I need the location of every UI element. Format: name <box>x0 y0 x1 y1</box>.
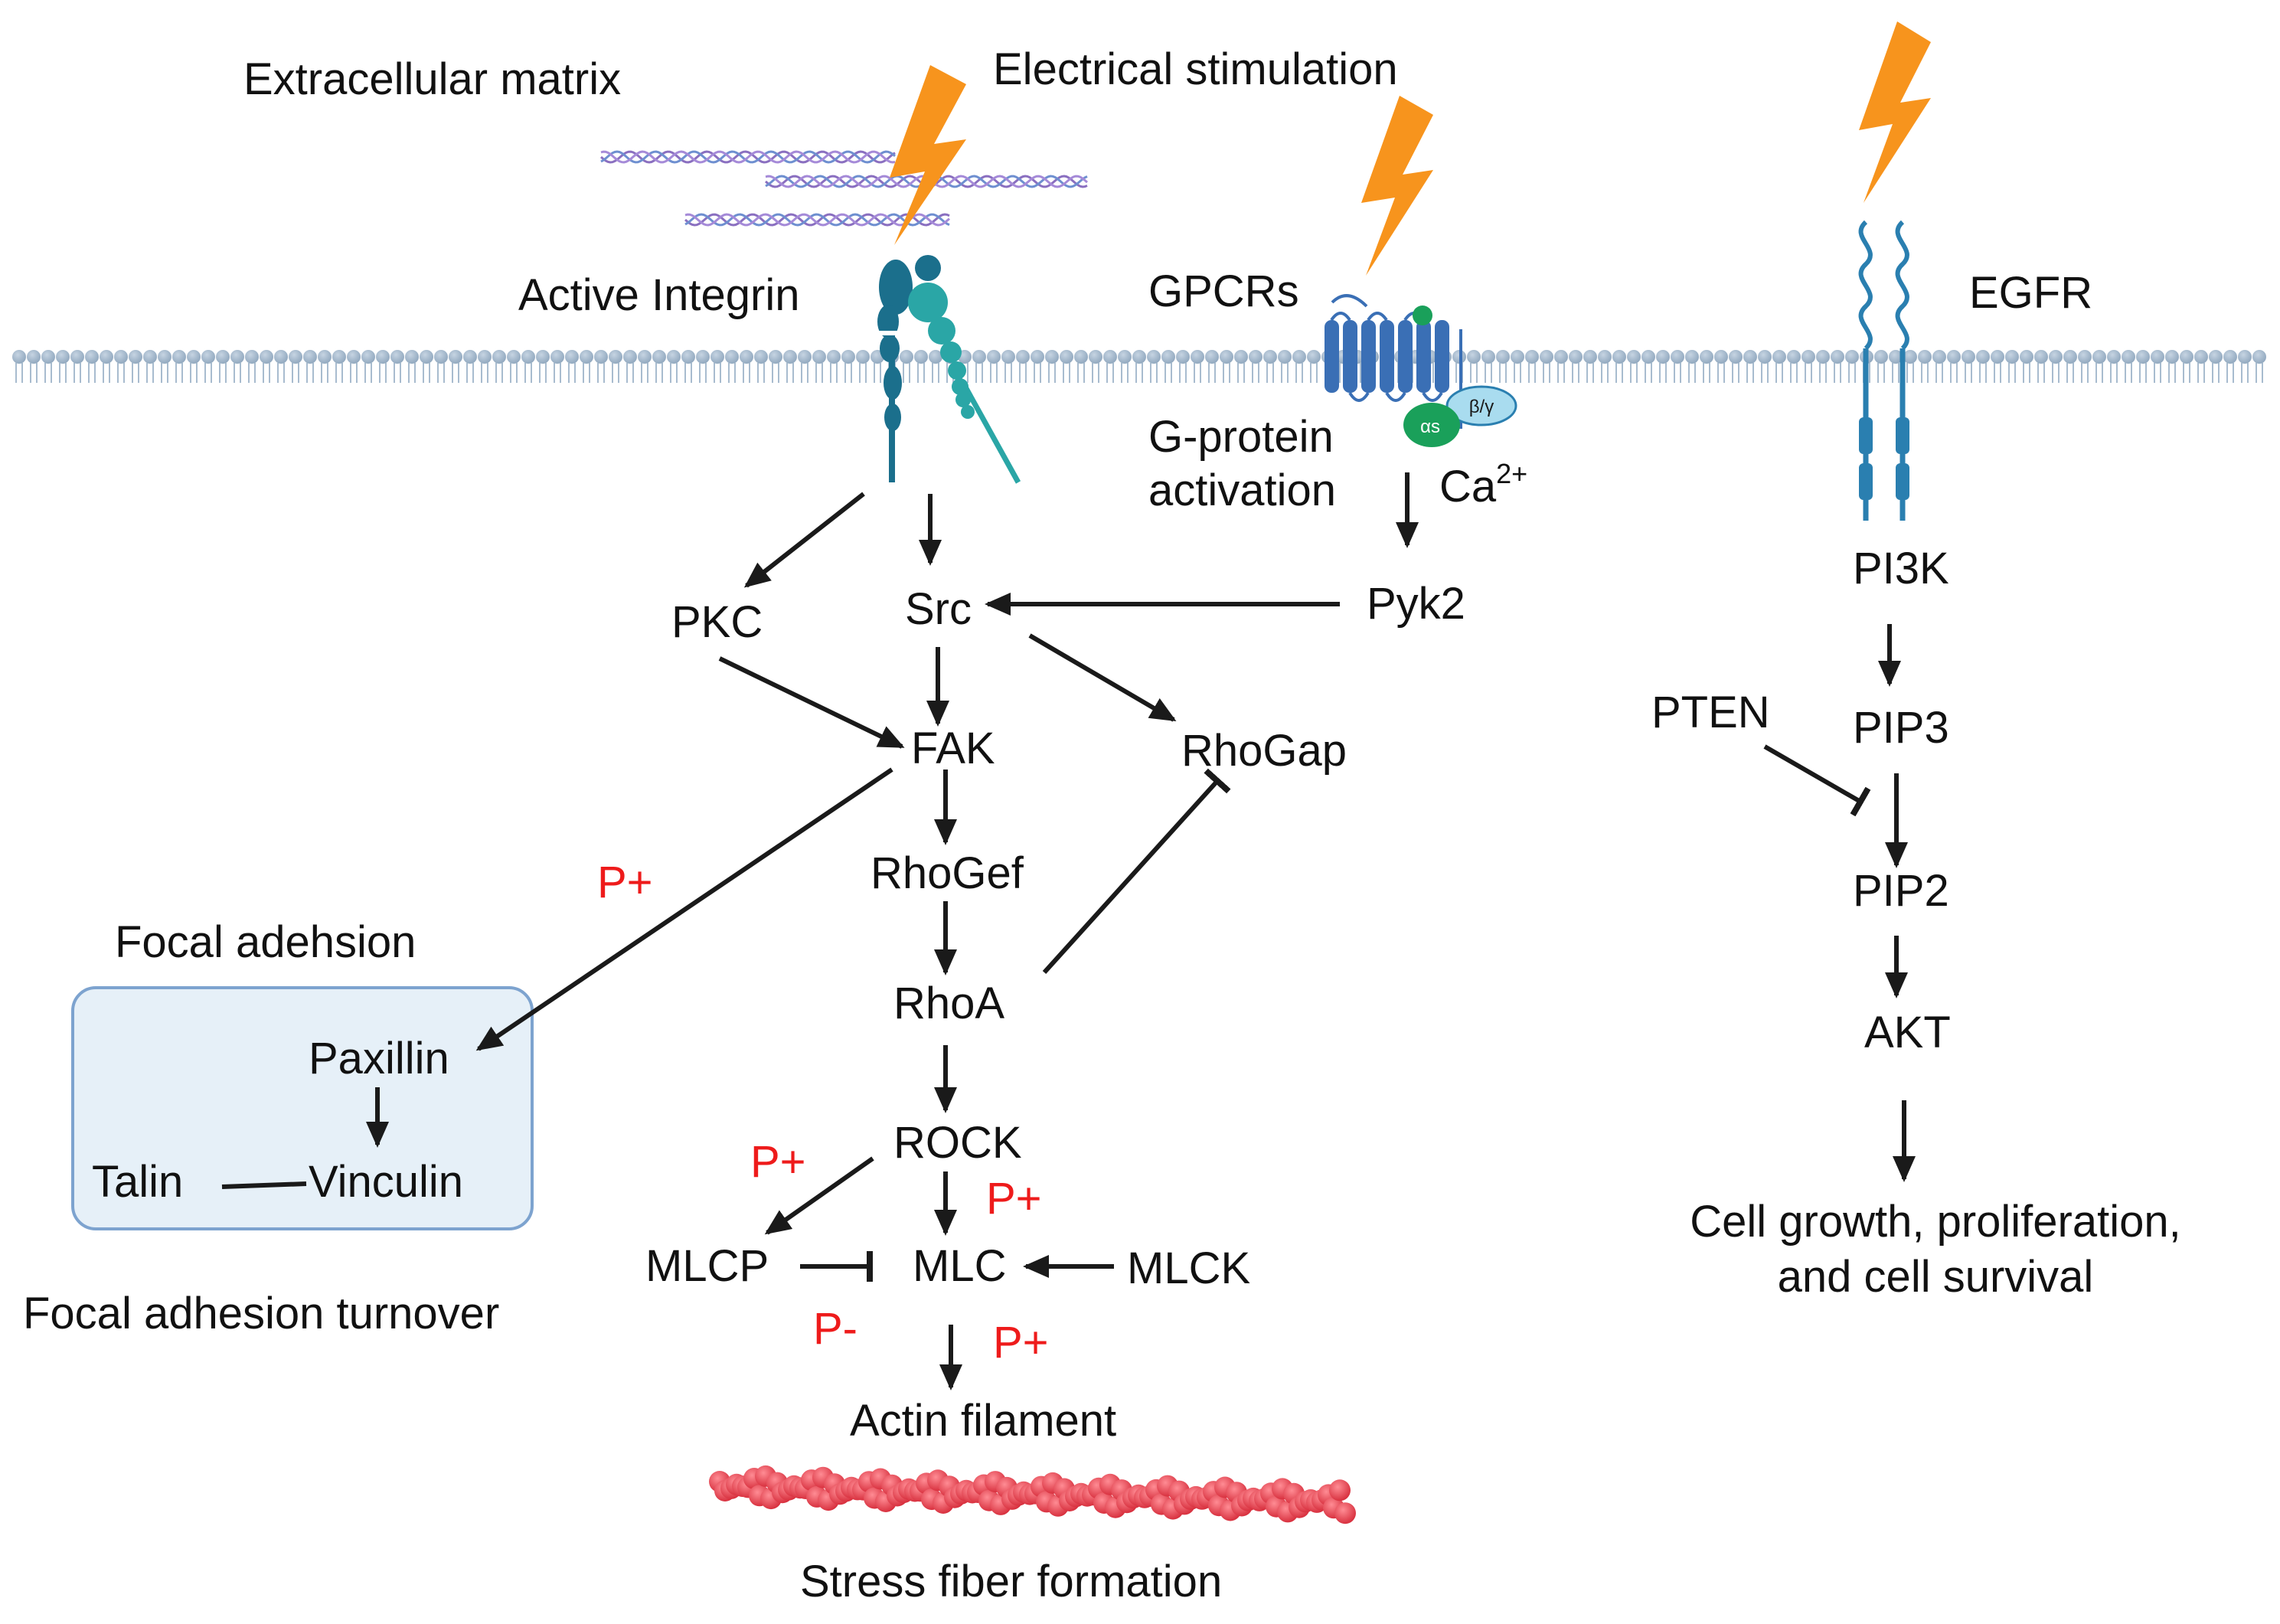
phospho-mlc-actin: P+ <box>993 1318 1049 1367</box>
label-focal-adhesion: Focal adehsion <box>115 917 416 967</box>
label-cell-growth-2: and cell survival <box>1778 1252 2094 1302</box>
label-active-integrin: Active Integrin <box>518 270 800 320</box>
egfr-receptor <box>1858 220 1909 521</box>
label-pip3: PIP3 <box>1853 703 1949 753</box>
label-talin: Talin <box>92 1157 183 1207</box>
gpcr-receptor: β/γ αs <box>1325 294 1517 447</box>
label-rhoa: RhoA <box>893 979 1004 1028</box>
label-akt: AKT <box>1864 1008 1951 1057</box>
label-pip2: PIP2 <box>1853 866 1949 916</box>
g-beta-gamma-subunit <box>1445 385 1517 426</box>
label-g-protein: G-protein <box>1148 412 1334 462</box>
phosphorylation-marks: P+ P+ P+ P- P+ <box>597 858 1049 1367</box>
focal-adhesion-box <box>71 986 534 1230</box>
label-egfr: EGFR <box>1969 268 2092 318</box>
integrin-receptor <box>877 255 1021 484</box>
label-vinculin: Vinculin <box>309 1157 463 1207</box>
label-focal-adhesion-turnover: Focal adhesion turnover <box>23 1289 499 1338</box>
label-mlc: MLC <box>913 1241 1006 1291</box>
label-cell-growth-1: Cell growth, proliferation, <box>1690 1197 2181 1247</box>
svg-text:β/γ: β/γ <box>1469 397 1494 417</box>
pathway-arrows <box>221 472 1916 1390</box>
phospho-mlcp-mlc: P- <box>813 1304 857 1354</box>
pathway-labels: Extracellular matrix Electrical stimulat… <box>23 44 2181 1606</box>
ecm-collagen-fibers <box>600 150 1089 227</box>
label-stress-fiber: Stress fiber formation <box>800 1557 1222 1606</box>
phospho-rock-mlc: P+ <box>986 1174 1042 1224</box>
lightning-bolts <box>890 21 1931 276</box>
label-ecm: Extracellular matrix <box>243 54 621 104</box>
g-alpha-subunit <box>1403 403 1460 447</box>
label-actin-filament: Actin filament <box>850 1396 1116 1446</box>
phospho-fak-paxillin: P+ <box>597 858 653 907</box>
label-mlcp: MLCP <box>645 1241 769 1291</box>
phospho-rock-mlcp: P+ <box>750 1137 806 1187</box>
label-pyk2: Pyk2 <box>1367 579 1465 629</box>
label-rhogef: RhoGef <box>871 848 1024 898</box>
label-gpcrs: GPCRs <box>1148 266 1299 316</box>
lightning-icon <box>890 65 966 245</box>
label-pten: PTEN <box>1651 688 1770 737</box>
lightning-icon <box>1361 96 1433 276</box>
label-fak: FAK <box>911 724 995 773</box>
label-mlck: MLCK <box>1127 1243 1250 1293</box>
label-rock: ROCK <box>893 1118 1022 1168</box>
label-pkc: PKC <box>671 597 763 647</box>
label-rhogap: RhoGap <box>1181 726 1347 776</box>
label-calcium: Ca2+ <box>1439 458 1527 511</box>
actin-filament-beads <box>709 1465 1356 1524</box>
lightning-icon <box>1859 21 1931 203</box>
label-paxillin: Paxillin <box>309 1034 449 1083</box>
label-src: Src <box>905 584 972 634</box>
cell-membrane <box>12 350 2266 383</box>
label-electrical-stimulation: Electrical stimulation <box>993 44 1398 94</box>
svg-text:αs: αs <box>1420 417 1440 437</box>
label-pi3k: PI3K <box>1853 544 1949 593</box>
label-activation: activation <box>1148 466 1336 515</box>
